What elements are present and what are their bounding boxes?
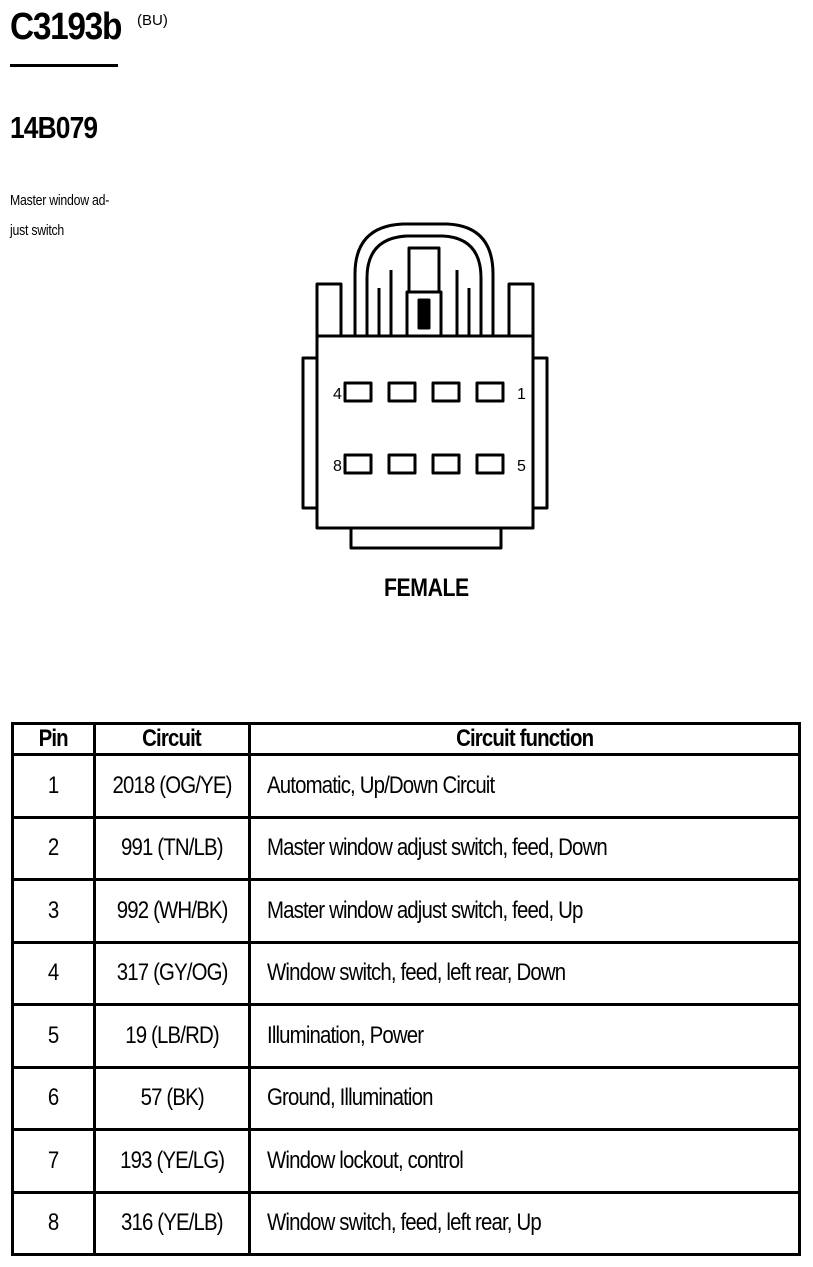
table-row: 1 2018 (OG/YE) Automatic, Up/Down Circui… [11, 753, 801, 819]
cell-pin: 4 [11, 940, 96, 1006]
cavity [431, 381, 461, 403]
pin-label-4: 4 [333, 386, 342, 403]
component-name: Master window ad- just switch [10, 186, 109, 246]
cell-pin: 3 [11, 878, 96, 944]
cavity [387, 381, 417, 403]
cavity [475, 381, 505, 403]
cell-circuit: 991 (TN/LB) [93, 815, 251, 881]
cell-function: Ground, Illumination [248, 1065, 801, 1131]
cell-pin: 1 [11, 753, 96, 819]
table-row: 8 316 (YE/LB) Window switch, feed, left … [11, 1190, 801, 1256]
gender-label: FEMALE [384, 574, 469, 602]
housing-side-left [301, 356, 319, 510]
header-pin: Pin [11, 722, 96, 756]
latch-rib-left [377, 270, 393, 336]
housing-shoulders [315, 282, 535, 336]
cell-circuit: 57 (BK) [93, 1065, 251, 1131]
cavity [343, 453, 373, 475]
component-name-line: Master window ad- [10, 192, 110, 209]
connector-id: C3193b [10, 6, 122, 48]
housing-bottom-key [349, 528, 503, 550]
pin-label-8: 8 [333, 458, 342, 475]
header-circuit: Circuit [93, 722, 251, 756]
latch-inner [365, 234, 483, 336]
table-row: 3 992 (WH/BK) Master window adjust switc… [11, 878, 801, 944]
housing-body [315, 334, 535, 530]
table-row: 2 991 (TN/LB) Master window adjust switc… [11, 815, 801, 881]
cell-circuit: 193 (YE/LG) [93, 1128, 251, 1194]
cell-function: Window switch, feed, left rear, Down [248, 940, 801, 1006]
table-row: 7 193 (YE/LG) Window lockout, control [11, 1128, 801, 1194]
cavity [343, 381, 373, 403]
cell-pin: 7 [11, 1128, 96, 1194]
latch-button-inner [417, 298, 431, 330]
pinout-table: Pin Circuit Circuit function 1 2018 (OG/… [11, 722, 801, 1256]
cell-circuit: 317 (GY/OG) [93, 940, 251, 1006]
cell-circuit: 19 (LB/RD) [93, 1003, 251, 1069]
latch-window [407, 246, 441, 294]
latch-outer [353, 222, 495, 336]
cell-function: Window lockout, control [248, 1128, 801, 1194]
cell-function: Window switch, feed, left rear, Up [248, 1190, 801, 1256]
part-number: 14B079 [10, 110, 98, 145]
cavity [431, 453, 461, 475]
housing-side-right [531, 356, 549, 510]
cavity [475, 453, 505, 475]
cell-function: Illumination, Power [248, 1003, 801, 1069]
component-name-line: just switch [10, 222, 65, 239]
connector-color-code: (BU) [137, 12, 168, 29]
cell-function: Master window adjust switch, feed, Up [248, 878, 801, 944]
latch-rib-right [455, 270, 471, 336]
cell-circuit: 2018 (OG/YE) [93, 753, 251, 819]
table-row: 6 57 (BK) Ground, Illumination [11, 1065, 801, 1131]
cell-function: Master window adjust switch, feed, Down [248, 815, 801, 881]
table-row: 5 19 (LB/RD) Illumination, Power [11, 1003, 801, 1069]
cell-pin: 6 [11, 1065, 96, 1131]
cell-function: Automatic, Up/Down Circuit [248, 753, 801, 819]
cell-pin: 5 [11, 1003, 96, 1069]
connector-face-diagram: 4 1 8 5 [301, 222, 549, 550]
cavity [387, 453, 417, 475]
cell-circuit: 316 (YE/LB) [93, 1190, 251, 1256]
cell-circuit: 992 (WH/BK) [93, 878, 251, 944]
pin-label-1: 1 [517, 386, 526, 403]
cell-pin: 2 [11, 815, 96, 881]
header-circuit-function: Circuit function [248, 722, 801, 756]
connector-id-underline [10, 64, 118, 67]
table-header-row: Pin Circuit Circuit function [11, 722, 801, 756]
table-row: 4 317 (GY/OG) Window switch, feed, left … [11, 940, 801, 1006]
pin-label-5: 5 [517, 458, 526, 475]
cell-pin: 8 [11, 1190, 96, 1256]
